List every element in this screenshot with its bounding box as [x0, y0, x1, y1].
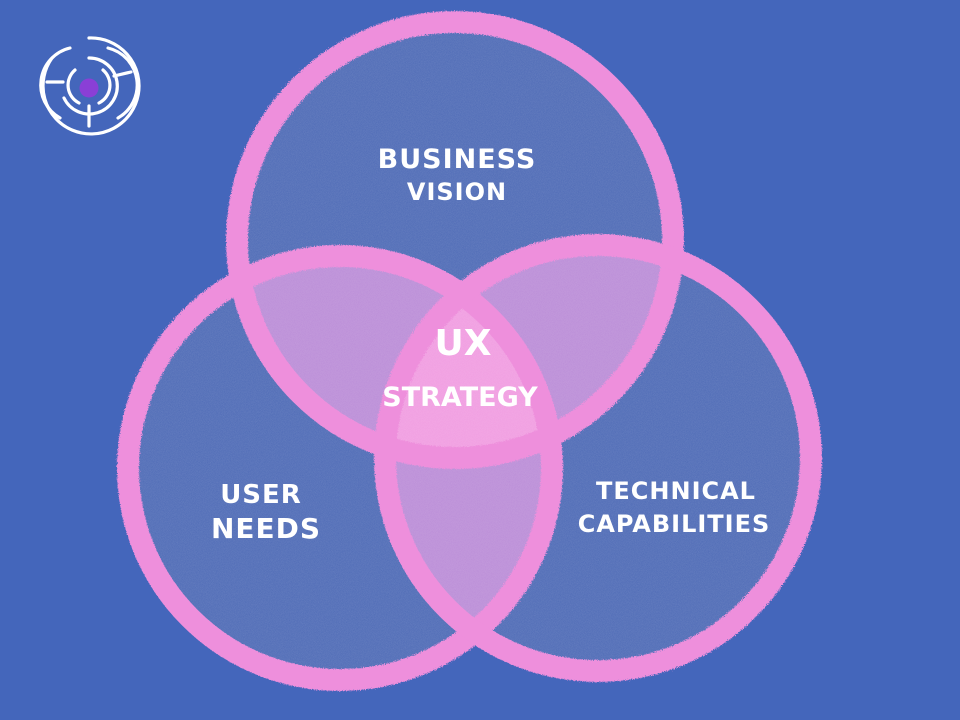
user-needs-outline [117, 245, 563, 691]
technical-capabilities-outline [374, 234, 822, 682]
user-needs-label-line-2: NEEDS [211, 512, 321, 545]
ux-strategy-label-line-2: STRATEGY [382, 382, 538, 413]
grain-texture [128, 22, 811, 680]
business-vision-label-line-2: VISION [407, 178, 507, 206]
technical-capabilities-label-line-2: CAPABILITIES [578, 510, 771, 538]
maze-icon [39, 36, 141, 136]
user-needs-label-line-1: USER [220, 480, 302, 510]
circle-outlines [117, 11, 822, 691]
technical-capabilities-label-line-1: TECHNICAL [596, 477, 756, 505]
business-vision-label-line-1: BUSINESS [378, 144, 537, 175]
ux-strategy-label-line-1: UX [435, 323, 492, 364]
business-vision-outline [226, 11, 684, 469]
